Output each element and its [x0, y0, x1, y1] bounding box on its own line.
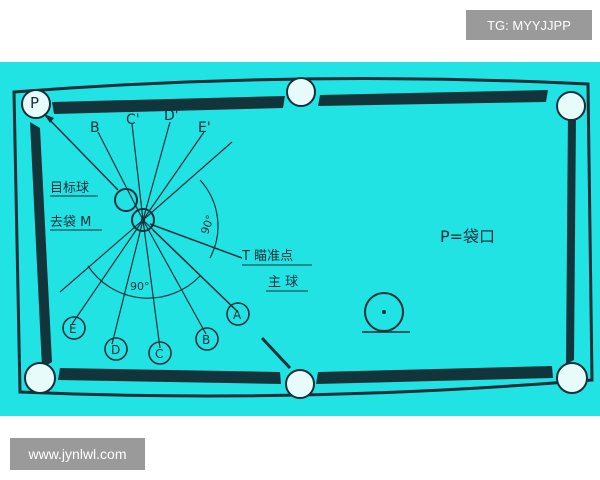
top-letter: C': [126, 112, 140, 128]
object-ball-label-line2: 去袋 M: [50, 215, 91, 230]
pocket-top-middle: [286, 77, 316, 107]
pocket-label: P: [30, 94, 39, 112]
letter-ball: [104, 337, 128, 361]
pocket-bottom-left: [24, 362, 56, 394]
arc-right: [199, 179, 219, 259]
example-ball-center: [382, 310, 386, 314]
aim-arrowhead: [44, 114, 54, 123]
arc-bottom: [87, 265, 201, 299]
object-ball-label-line1: 目标球: [50, 181, 89, 196]
letter-ball: [195, 327, 219, 351]
pocket-top-right: [556, 91, 586, 121]
pockets: [21, 77, 588, 399]
top-letters: B C' D' E': [90, 108, 211, 136]
letter-ball-label: C: [155, 347, 163, 361]
example-ball: [364, 292, 404, 332]
letter-ball-label: D: [111, 343, 120, 357]
watermark-bottom: www.jynlwl.com: [10, 438, 145, 470]
letter-ball: [226, 302, 250, 326]
bottom-radiating-lines: [59, 219, 237, 349]
letter-ball-label: A: [233, 308, 242, 322]
letter-ball: [148, 341, 172, 365]
cushion-rails: [30, 90, 576, 384]
angle-label-bottom: 90°: [130, 280, 150, 293]
pocket-bottom-right: [556, 362, 588, 394]
top-letter: E': [198, 120, 211, 136]
t-line: [149, 223, 243, 259]
ghost-ball: [131, 208, 155, 232]
billiard-diagram: P B C' D' E' E D C: [0, 62, 600, 416]
cue-ball-label: 主 球: [268, 275, 298, 290]
pocket-bottom-middle: [285, 369, 315, 399]
top-radiating-lines: [97, 121, 233, 221]
cue-line: [152, 229, 239, 313]
letter-ball-label: B: [202, 333, 210, 347]
letter-ball-label: E: [69, 322, 77, 336]
top-letter: B: [90, 120, 100, 136]
cue-stick: [260, 336, 292, 370]
legend-text: P=袋口: [440, 227, 495, 246]
table-outline: [12, 77, 594, 398]
bottom-balls: E D C B A: [62, 302, 250, 365]
object-ball: [114, 188, 138, 212]
watermark-top: TG: MYYJJPP: [466, 10, 592, 40]
angle-label-right: 90°: [198, 213, 217, 236]
aim-line: [43, 113, 119, 191]
pocket-top-left: [21, 89, 51, 119]
table-surface: [0, 62, 600, 416]
t-point-label: T 瞄准点: [241, 249, 293, 264]
letter-ball: [62, 316, 86, 340]
top-letter: D': [164, 108, 179, 124]
